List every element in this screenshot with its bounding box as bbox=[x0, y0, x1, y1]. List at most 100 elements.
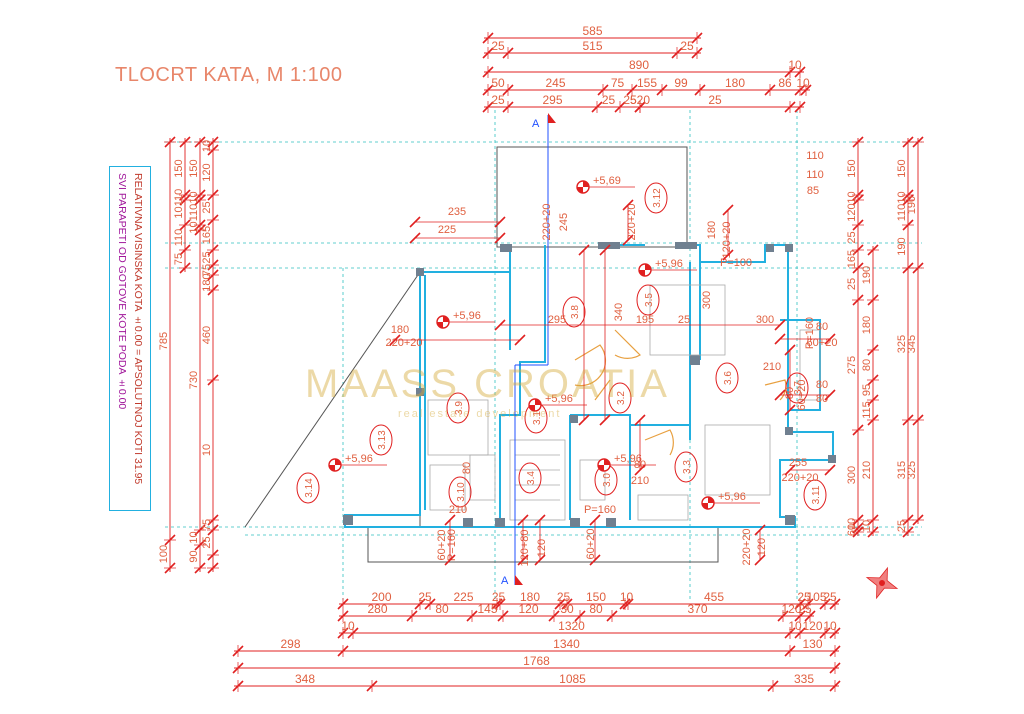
svg-text:+5,69: +5,69 bbox=[593, 175, 621, 187]
room-tag: 3.12 bbox=[644, 182, 668, 214]
top-dim-value: 25 bbox=[491, 93, 505, 107]
left-dim-value: 10 bbox=[201, 444, 213, 456]
interior-dim-value: 210 bbox=[763, 361, 781, 373]
left-dim-value: 10 bbox=[188, 531, 200, 543]
interior-dim-value: 220+20 bbox=[626, 203, 638, 240]
interior-dim-value: 235 bbox=[448, 206, 466, 218]
room-tag: 3.10 bbox=[448, 476, 472, 508]
bottom-dim-value: 10 bbox=[341, 619, 355, 633]
right-dim-value: 150 bbox=[896, 159, 908, 177]
level-marker: +5,96 bbox=[328, 453, 387, 472]
left-dim-value: 460 bbox=[201, 326, 213, 344]
bottom-dim-value: 10 bbox=[620, 590, 634, 604]
svg-text:+5,96: +5,96 bbox=[345, 453, 373, 465]
interior-dim-value: P=160 bbox=[804, 317, 816, 349]
right-dim-value: 80 bbox=[861, 359, 873, 371]
left-dim-value: 150 bbox=[173, 159, 185, 177]
svg-text:3.11: 3.11 bbox=[811, 485, 822, 504]
room-tag: 3.11 bbox=[803, 479, 827, 511]
level-marker: +5,69 bbox=[576, 175, 635, 194]
interior-dim-value: 340 bbox=[613, 303, 625, 321]
left-dim-value: 75 bbox=[173, 253, 185, 265]
right-dim-value: 165 bbox=[846, 250, 858, 268]
interior-dim-value: 210 bbox=[449, 504, 467, 516]
left-dim-value: 90 bbox=[188, 550, 200, 562]
interior-dim-value: 120+80 bbox=[519, 529, 531, 566]
right-dim-value: 325 bbox=[896, 335, 908, 353]
left-dim-value: 25 bbox=[201, 251, 213, 263]
level-marker: +5,96 bbox=[701, 491, 760, 510]
right-dim-value: 190 bbox=[906, 196, 918, 214]
interior-dim-value: 80 bbox=[816, 379, 828, 391]
interior-dim-value: 220+20 bbox=[741, 528, 753, 565]
legend-line-parapets: SVI PARAPETI OD GOTOVE KOTE PODA ±0.00 bbox=[116, 173, 128, 410]
room-tag: 3.7 bbox=[785, 372, 809, 404]
top-dim-value: 515 bbox=[582, 39, 602, 53]
bottom-dim-value: 25 bbox=[797, 590, 811, 604]
watermark-brand: MAASS CROATIA bbox=[305, 362, 670, 406]
left-dim-value: 730 bbox=[188, 371, 200, 389]
left-dim-value: 10 bbox=[201, 140, 213, 152]
interior-dim-value: 110 bbox=[806, 169, 824, 181]
svg-text:+5,96: +5,96 bbox=[718, 491, 746, 503]
right-dim-value: 25 bbox=[846, 231, 858, 243]
bottom-dim-value: 25 bbox=[798, 602, 812, 616]
left-dim-value: 100 bbox=[158, 545, 170, 563]
left-dim-value: 75 bbox=[201, 519, 213, 531]
room-tag: 3.3 bbox=[674, 451, 698, 483]
bottom-dim-value: 1320 bbox=[558, 619, 585, 633]
bottom-dim-value: 105 bbox=[806, 590, 826, 604]
room-tag: 3.9 bbox=[446, 392, 470, 424]
bottom-dim-value: 1340 bbox=[553, 637, 580, 651]
right-dim-value: 210 bbox=[861, 461, 873, 479]
svg-text:3.3: 3.3 bbox=[682, 460, 693, 474]
interior-dim-value: 60+20 bbox=[585, 529, 597, 560]
watermark-tagline: real estate development bbox=[398, 408, 562, 420]
right-dim-value: 150 bbox=[846, 159, 858, 177]
section-marker-top: A bbox=[532, 118, 540, 130]
legend-line-elevation: RELATIVNA VISINSKA KOTA ±0.00 = APSOLUTN… bbox=[132, 173, 144, 485]
interior-dim-value: P=160 bbox=[446, 529, 458, 561]
svg-text:3.2: 3.2 bbox=[616, 391, 627, 405]
interior-dim-value: 110 bbox=[806, 150, 824, 162]
left-dim-value: 150 bbox=[188, 159, 200, 177]
bottom-dim-value: 280 bbox=[367, 602, 387, 616]
svg-text:+5,96: +5,96 bbox=[545, 393, 573, 405]
room-tag: 3.6 bbox=[715, 362, 739, 394]
interior-dim-value: 245 bbox=[558, 213, 570, 231]
bottom-dim-value: 130 bbox=[802, 637, 822, 651]
bottom-dim-value: 25 bbox=[418, 590, 432, 604]
top-dim-value: 25 bbox=[491, 39, 505, 53]
section-marker-bottom: A bbox=[501, 575, 509, 587]
interior-dim-value: 225 bbox=[438, 224, 456, 236]
right-dim-value: 120 bbox=[846, 203, 858, 221]
left-dim-value: 75 bbox=[201, 264, 213, 276]
room-tag: 3.13 bbox=[369, 424, 393, 456]
left-dim-value: 110 bbox=[173, 189, 185, 207]
plan-title: TLOCRT KATA, M 1:100 bbox=[115, 64, 343, 86]
bottom-dim-value: 370 bbox=[687, 602, 707, 616]
top-dim-value: 25 bbox=[602, 93, 616, 107]
interior-dim-value: 120 bbox=[756, 538, 768, 556]
room-tag: 3.14 bbox=[296, 472, 320, 504]
interior-dim-value: 60+20 bbox=[436, 530, 448, 561]
interior-dim-value: 120 bbox=[536, 539, 548, 557]
svg-text:3.0: 3.0 bbox=[602, 473, 613, 487]
right-dim-value: 190 bbox=[896, 237, 908, 255]
interior-dim-value: 220+20 bbox=[541, 203, 553, 240]
room-tag: 3.4 bbox=[518, 462, 542, 494]
svg-text:3.14: 3.14 bbox=[304, 478, 315, 498]
top-dim-value: 155 bbox=[637, 76, 657, 90]
room-tag: 3.5 bbox=[636, 284, 660, 316]
svg-text:+5,96: +5,96 bbox=[453, 310, 481, 322]
bottom-dim-value: 335 bbox=[794, 672, 814, 686]
svg-text:+5,96: +5,96 bbox=[655, 258, 683, 270]
level-marker: +5,96 bbox=[528, 393, 587, 412]
bottom-dim-value: 25 bbox=[492, 590, 506, 604]
left-dim-value: 180 bbox=[201, 273, 213, 291]
svg-text:3.12: 3.12 bbox=[652, 188, 663, 208]
top-dim-value: 295 bbox=[542, 93, 562, 107]
bottom-dim-value: 348 bbox=[295, 672, 315, 686]
